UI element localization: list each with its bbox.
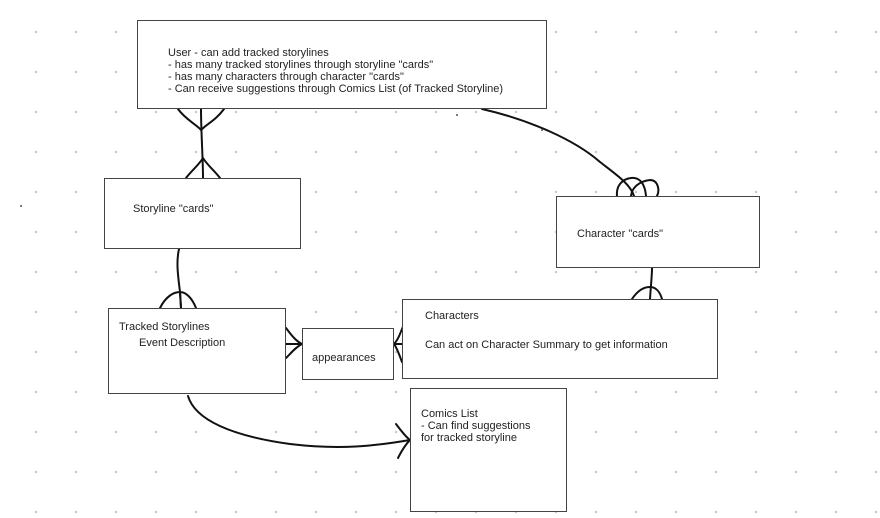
stray-dot [20,205,22,207]
crowfoot-user-top [177,108,225,131]
crowfoot-tracked-right [285,327,303,359]
stray-dot [541,129,543,131]
character-cards-label: Character "cards" [577,228,664,240]
comics-list-box: Comics List - Can find suggestions for t… [410,388,567,512]
connector-user-character [481,108,635,197]
tracked-storylines-box: Tracked Storylines Event Description [108,308,286,394]
user-entity-box: User - can add tracked storylines - has … [137,20,547,109]
crowfoot-tracked-top [159,291,197,309]
crowfoot-storyline-bottom [185,157,221,179]
connector-user-storyline [200,108,204,179]
stray-dot [456,114,458,116]
characters-description: Can act on Character Summary to get info… [425,339,668,351]
tracked-storylines-field: Event Description [139,337,226,349]
crowfoot-characters-top [631,286,663,300]
connector-tracked-comics [187,395,411,448]
appearances-box: appearances [302,328,394,380]
storyline-cards-label: Storyline "cards" [133,203,214,215]
comics-list-line: for tracked storyline [421,432,517,444]
user-entity-line: - Can receive suggestions through Comics… [168,83,504,95]
characters-title: Characters [425,310,479,322]
tracked-storylines-title: Tracked Storylines [119,321,210,333]
user-entity-line: - has many characters through character … [168,71,404,83]
crowfoot-character-top [615,176,660,197]
storyline-cards-box: Storyline "cards" [104,178,301,249]
comics-list-title: Comics List [421,408,478,420]
user-entity-line: - has many tracked storylines through st… [168,59,434,71]
comics-list-line: - Can find suggestions [421,420,531,432]
characters-box: Characters Can act on Character Summary … [402,299,718,379]
connector-character-characters [649,267,653,300]
crowfoot-comics-left [395,423,411,459]
character-cards-box: Character "cards" [556,196,760,268]
user-entity-line: User - can add tracked storylines [168,47,329,59]
appearances-label: appearances [312,352,376,364]
